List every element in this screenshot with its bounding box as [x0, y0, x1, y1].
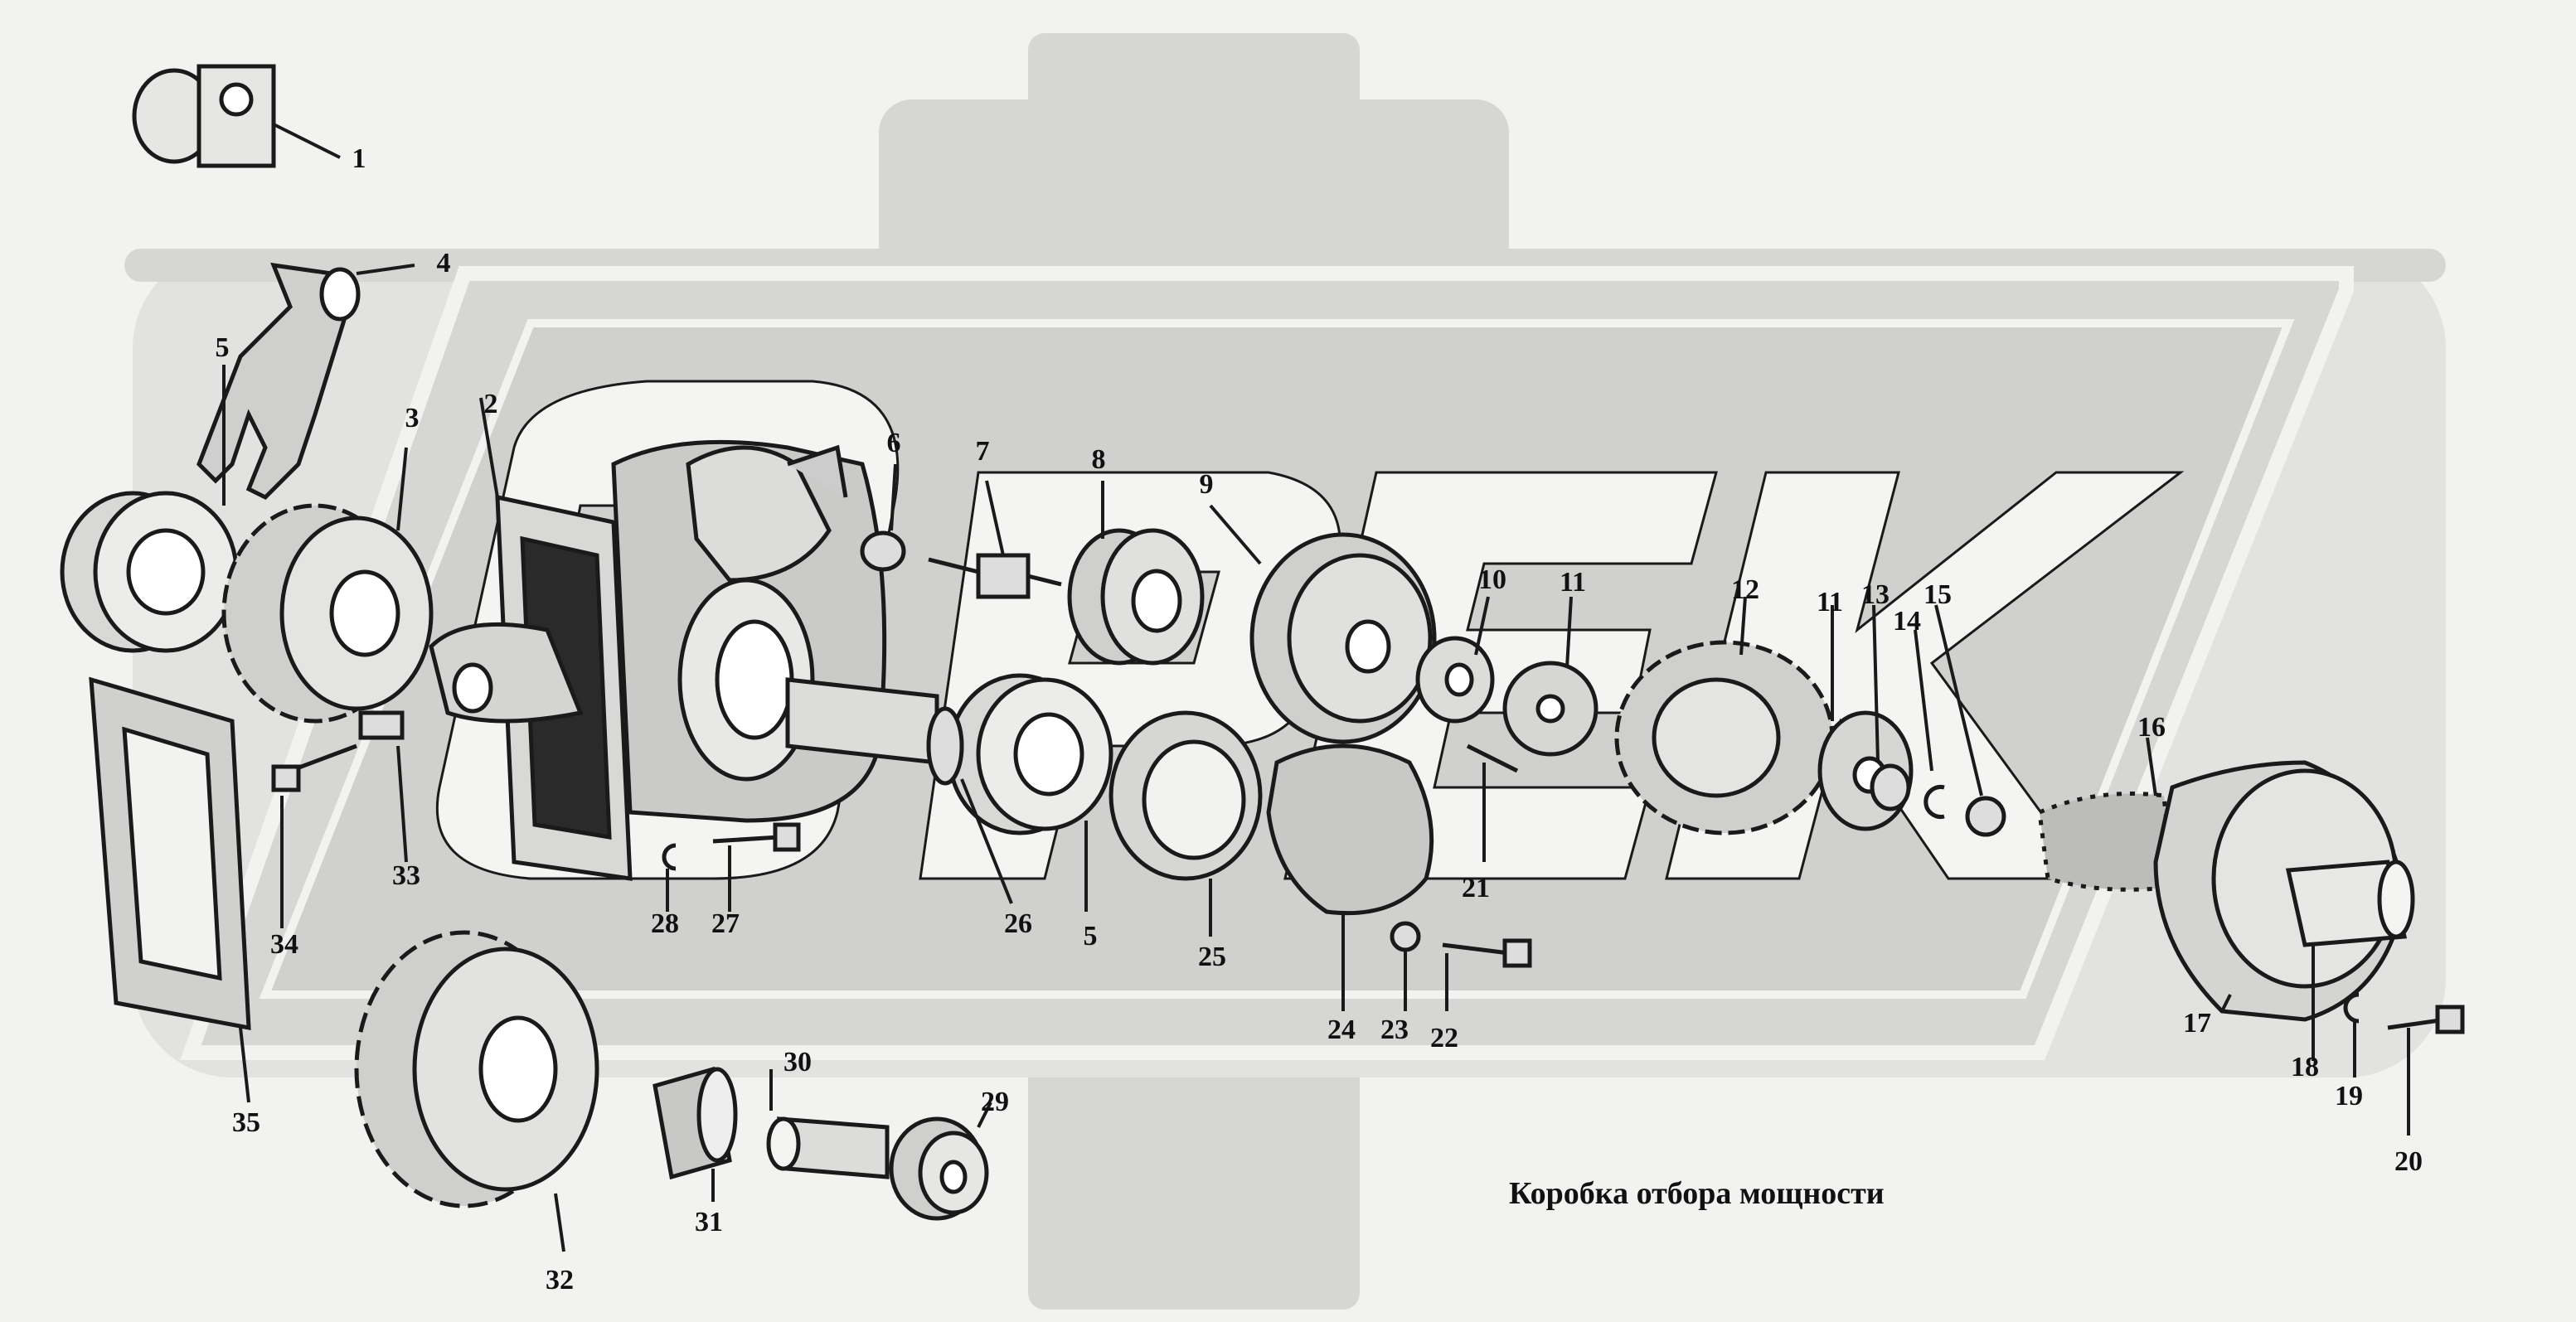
callout-16: 16 — [2137, 712, 2166, 743]
callout-24: 24 — [1327, 1015, 1356, 1045]
part-11-spacer-left — [1502, 596, 1598, 757]
callout-5-right: 5 — [1083, 921, 1098, 952]
callout-32: 32 — [546, 1265, 574, 1295]
callout-9: 9 — [1199, 469, 1214, 500]
part-27-bolt — [712, 822, 801, 912]
part-6-nut — [860, 463, 906, 572]
part-shaft — [785, 677, 939, 765]
part-2-housing — [429, 397, 887, 881]
part-28-washer — [662, 843, 677, 912]
callout-25: 25 — [1198, 942, 1226, 972]
callout-31: 31 — [695, 1207, 723, 1237]
part-35-gasket — [89, 676, 251, 1103]
part-30-shaft-pin — [766, 1069, 890, 1179]
part-20-bolt — [2387, 1005, 2465, 1136]
callout-8: 8 — [1091, 444, 1106, 475]
part-26-ring — [926, 706, 1013, 904]
callout-3: 3 — [405, 403, 420, 433]
part-4-shift-fork — [196, 262, 415, 501]
callout-21: 21 — [1462, 873, 1490, 903]
callout-17: 17 — [2183, 1008, 2211, 1039]
part-9-cover — [1209, 504, 1437, 744]
part-13-bushing — [1870, 604, 1911, 811]
callout-19: 19 — [2335, 1081, 2363, 1111]
part-29-cam — [889, 1102, 992, 1221]
callout-12: 12 — [1731, 574, 1759, 605]
part-10-ring — [1415, 596, 1495, 724]
callout-5-left: 5 — [215, 332, 230, 363]
callout-34: 34 — [270, 929, 298, 960]
callout-6: 6 — [886, 428, 901, 458]
part-21-bolt — [1466, 743, 1519, 862]
part-5-bearing-right — [947, 673, 1113, 912]
callout-7: 7 — [975, 436, 990, 467]
part-25-gasket — [1109, 710, 1263, 937]
callout-13: 13 — [1861, 579, 1890, 610]
part-33-lock-plate — [358, 710, 408, 863]
part-1-assembly-thumbnail — [132, 64, 341, 168]
part-16-seal — [2037, 737, 2175, 892]
callout-33: 33 — [392, 860, 420, 891]
part-8-collar — [1067, 481, 1205, 666]
callout-11-left: 11 — [1559, 567, 1587, 598]
callout-4: 4 — [436, 248, 451, 278]
callout-14: 14 — [1893, 606, 1921, 637]
part-3-sliding-gear — [221, 447, 434, 724]
part-24-end-cover — [1266, 743, 1434, 1011]
part-5-bearing-left — [60, 365, 239, 653]
callout-1: 1 — [352, 143, 366, 174]
callout-35: 35 — [232, 1107, 260, 1138]
callout-30: 30 — [783, 1047, 812, 1077]
callout-11-right: 11 — [1816, 587, 1844, 617]
callout-20: 20 — [2394, 1146, 2423, 1177]
callout-28: 28 — [651, 908, 679, 939]
part-19-washer — [2343, 992, 2360, 1077]
part-32-large-gear — [354, 930, 599, 1252]
part-18-output-shaft — [2285, 860, 2415, 1061]
part-31-needle-bearing — [652, 1066, 738, 1202]
part-7-stud — [928, 480, 1062, 599]
callout-29: 29 — [981, 1087, 1009, 1117]
part-12-driven-gear — [1614, 596, 1835, 835]
part-34-bolt — [271, 743, 357, 928]
callout-27: 27 — [711, 908, 740, 939]
callout-18: 18 — [2291, 1052, 2319, 1082]
part-23-washer — [1390, 921, 1421, 1011]
part-22-bolt — [1442, 938, 1532, 1011]
callout-23: 23 — [1380, 1015, 1409, 1045]
callout-26: 26 — [1004, 908, 1032, 939]
part-14-washer — [1914, 629, 1945, 819]
callout-15: 15 — [1924, 579, 1952, 610]
callout-10: 10 — [1478, 564, 1506, 595]
part-15-nut — [1934, 604, 2006, 837]
callout-22: 22 — [1430, 1023, 1458, 1053]
diagram-caption: Коробка отбора мощности — [1509, 1176, 1885, 1211]
callout-2: 2 — [483, 389, 498, 419]
